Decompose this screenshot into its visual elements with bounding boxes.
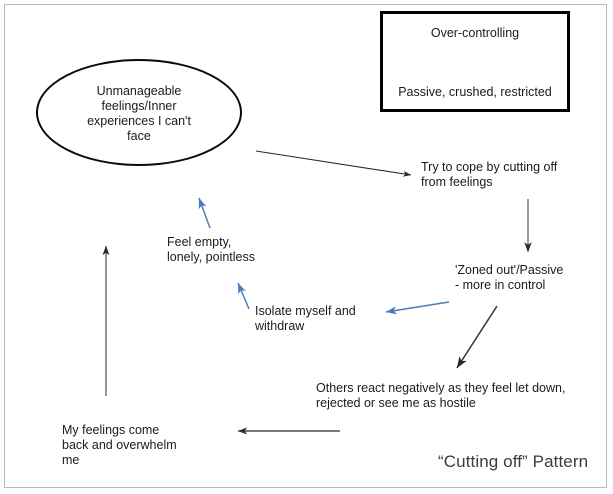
node-others-react: Others react negatively as they feel let… (316, 381, 566, 410)
over-controlling-box (380, 11, 570, 112)
diagram-title: “Cutting off” Pattern (438, 452, 589, 471)
node-core-ellipse: Unmanageable feelings/Inner experiences … (87, 84, 191, 143)
node-isolate-and-withdraw: Isolate myself and withdraw (255, 304, 356, 333)
page-border (4, 4, 607, 488)
node-feel-empty: Feel empty, lonely, pointless (167, 235, 256, 264)
node-over-controlling: Over-controlling (430, 26, 520, 40)
node-zoned-out: 'Zoned out'/Passive - more in control (455, 263, 564, 292)
core-ellipse-shape (36, 59, 242, 166)
node-try-to-cope: Try to cope by cutting off from feelings (421, 160, 558, 189)
node-passive-crushed-restricted: Passive, crushed, restricted (398, 85, 552, 99)
node-my-feelings-come-back: My feelings come back and overwhelm me (62, 423, 177, 467)
